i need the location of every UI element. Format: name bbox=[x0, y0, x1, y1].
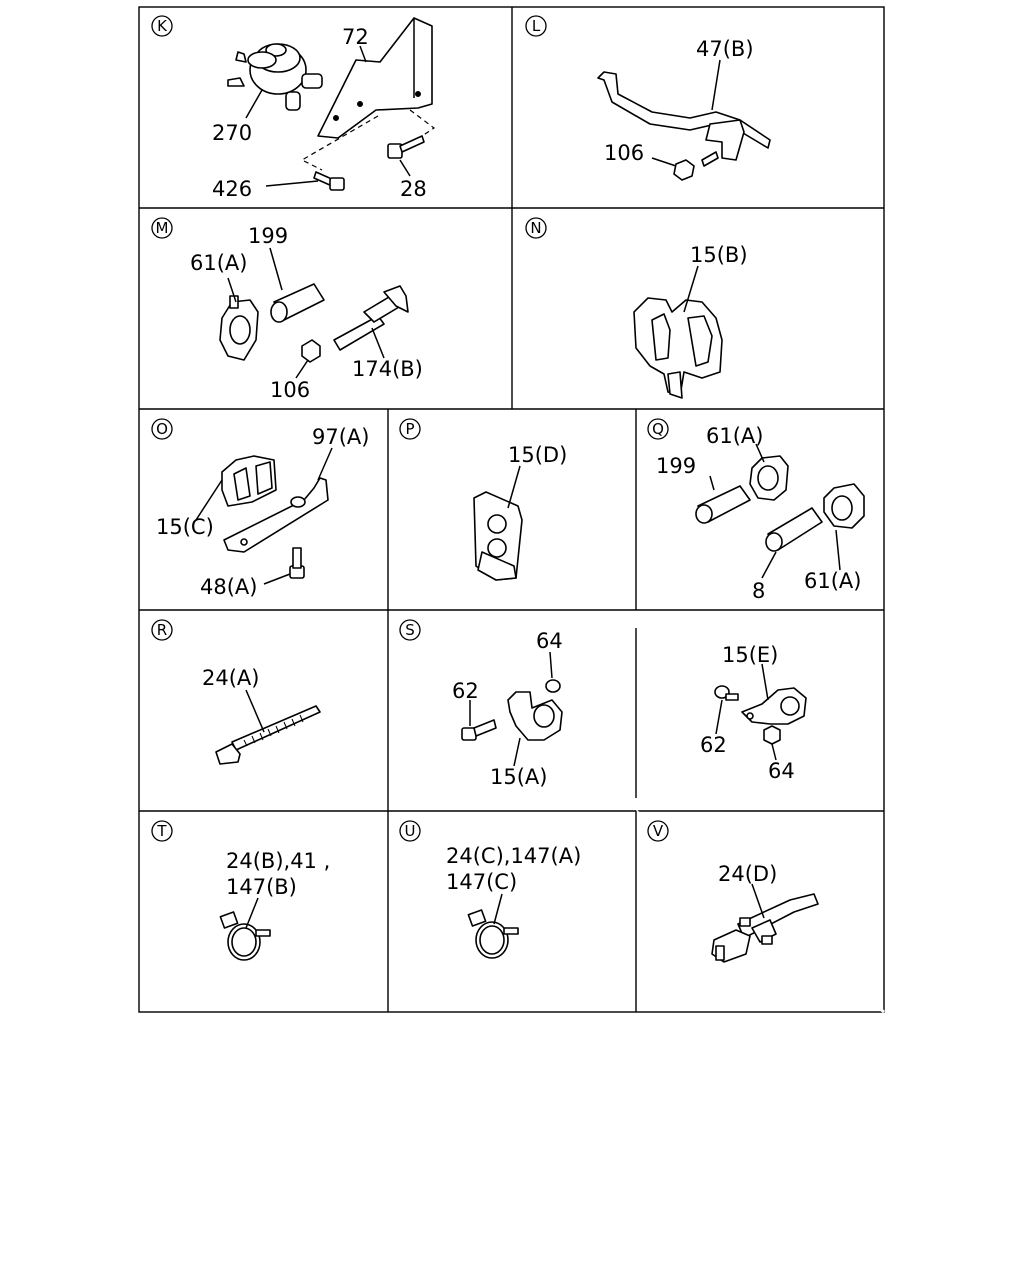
label-62-s2: 62 bbox=[700, 733, 727, 757]
panel-k: K bbox=[151, 15, 436, 201]
label-64-s2: 64 bbox=[768, 759, 795, 783]
harness-clip-24d bbox=[711, 893, 819, 963]
panel-r-letter-circle bbox=[151, 619, 173, 641]
panel-o-letter-circle bbox=[151, 418, 173, 440]
panel-t: T 24(B),41 , 147(B) bbox=[151, 820, 330, 961]
label-15a: 15(A) bbox=[490, 765, 547, 789]
clip-15c bbox=[221, 455, 277, 507]
sleeve-199-m bbox=[270, 283, 325, 323]
label-61a-q-bottom: 61(A) bbox=[804, 569, 861, 593]
label-62-s: 62 bbox=[452, 679, 479, 703]
nut-64-s bbox=[545, 679, 561, 693]
panel-q-letter-circle bbox=[647, 418, 669, 440]
panel-p: P 15(D) bbox=[399, 418, 567, 581]
label-8-q: 8 bbox=[752, 579, 765, 603]
label-106-m: 106 bbox=[270, 378, 310, 402]
label-15d: 15(D) bbox=[508, 443, 567, 467]
clip-61a-q-top bbox=[749, 455, 789, 501]
panel-u-letter: U bbox=[405, 822, 416, 840]
label-174b: 174(B) bbox=[352, 357, 423, 381]
label-199-q: 199 bbox=[656, 454, 696, 478]
label-15b: 15(B) bbox=[690, 243, 748, 267]
bolt-62-s bbox=[461, 719, 497, 741]
panel-p-letter: P bbox=[405, 420, 414, 438]
panel-v-letter: V bbox=[653, 822, 664, 840]
label-24d: 24(D) bbox=[718, 862, 777, 886]
panel-r-letter: R bbox=[157, 621, 167, 639]
nut-64-s2 bbox=[763, 725, 781, 745]
label-199-m: 199 bbox=[248, 224, 288, 248]
clamp-15a bbox=[507, 691, 563, 741]
panel-u-letter-circle bbox=[399, 820, 421, 842]
hose-clamp-147c bbox=[467, 909, 519, 959]
clamp-15d bbox=[473, 491, 523, 581]
label-61a-q-top: 61(A) bbox=[706, 424, 763, 448]
clamp-15b bbox=[633, 297, 723, 399]
panel-l-letter-circle bbox=[525, 15, 547, 37]
label-47b: 47(B) bbox=[696, 37, 754, 61]
panel-l-letter: L bbox=[532, 17, 541, 35]
panel-m: M 199 61(A) 106 174(B) bbox=[151, 217, 423, 402]
bolt-48a bbox=[289, 547, 305, 579]
panel-q: Q 61(A) 199 8 61(A) bbox=[647, 418, 865, 603]
bracket-part bbox=[317, 17, 433, 139]
panel-m-letter: M bbox=[156, 219, 169, 237]
panel-t-letter-circle bbox=[151, 820, 173, 842]
panel-v: V 24(D) bbox=[647, 820, 819, 963]
label-72: 72 bbox=[342, 25, 369, 49]
label-147c: 147(C) bbox=[446, 870, 517, 894]
panel-s-letter-circle bbox=[399, 619, 421, 641]
panel-q-letter: Q bbox=[652, 420, 664, 438]
pipe-47b bbox=[597, 71, 771, 149]
label-15c: 15(C) bbox=[156, 515, 214, 539]
label-24a: 24(A) bbox=[202, 666, 259, 690]
panel-r: R 24(A) bbox=[151, 619, 321, 765]
clamp-15e bbox=[741, 687, 807, 725]
panel-k-letter-circle bbox=[151, 15, 173, 37]
clip-61a-q-bottom bbox=[823, 483, 865, 529]
label-97a: 97(A) bbox=[312, 425, 369, 449]
panel-l: L 47(B) 106 bbox=[525, 15, 771, 181]
label-426: 426 bbox=[212, 177, 252, 201]
label-15e: 15(E) bbox=[722, 643, 778, 667]
label-147b: 147(B) bbox=[226, 875, 297, 899]
panel-n-letter: N bbox=[530, 219, 541, 237]
connector-174b bbox=[333, 285, 409, 351]
hose-clamp-147b bbox=[219, 911, 271, 961]
panel-n-letter-circle bbox=[525, 217, 547, 239]
label-270: 270 bbox=[212, 121, 252, 145]
label-28: 28 bbox=[400, 177, 427, 201]
sleeve-199-q bbox=[695, 485, 751, 524]
vacuum-valve-part bbox=[227, 43, 323, 111]
label-24c-147a: 24(C),147(A) bbox=[446, 844, 581, 868]
bolt-62-s2 bbox=[714, 685, 739, 701]
panel-o-letter: O bbox=[156, 420, 168, 438]
panel-p-letter-circle bbox=[399, 418, 421, 440]
panel-s: S 64 62 15(A) bbox=[399, 619, 563, 789]
nut-106-m bbox=[301, 339, 321, 363]
label-61a-m: 61(A) bbox=[190, 251, 247, 275]
panel-m-letter-circle bbox=[151, 217, 173, 239]
bolt-28 bbox=[387, 135, 425, 159]
panel-s-letter: S bbox=[405, 621, 415, 639]
panel-t-letter: T bbox=[156, 822, 167, 840]
bolt-426 bbox=[313, 171, 345, 191]
panel-n: N 15(B) bbox=[525, 217, 748, 399]
cable-tie-24a bbox=[215, 705, 321, 765]
clip-61a-m bbox=[219, 295, 259, 361]
label-24b-41: 24(B),41 , bbox=[226, 849, 330, 873]
panel-s-right: 15(E) 62 64 bbox=[700, 643, 807, 783]
label-106-l: 106 bbox=[604, 141, 644, 165]
panel-o: O 97(A) 15(C) 48(A) bbox=[151, 418, 369, 599]
panel-v-letter-circle bbox=[647, 820, 669, 842]
panel-u: U 24(C),147(A) 147(C) bbox=[399, 820, 581, 959]
nut-106-l bbox=[673, 151, 719, 181]
bracket-97a bbox=[223, 477, 329, 553]
sleeve-8-q bbox=[765, 507, 823, 552]
label-48a: 48(A) bbox=[200, 575, 257, 599]
panel-k-letter: K bbox=[157, 17, 168, 35]
label-64-s: 64 bbox=[536, 629, 563, 653]
